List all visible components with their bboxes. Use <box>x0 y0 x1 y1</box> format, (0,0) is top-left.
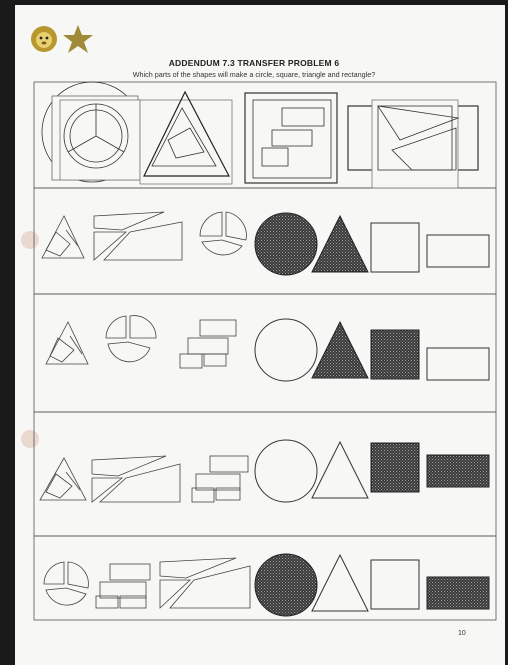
row3-square-pieces <box>192 456 248 502</box>
row4-rectangle-pieces <box>160 558 250 608</box>
example-triangle-assembly <box>140 92 232 184</box>
row3-outline-circle <box>255 440 317 502</box>
row1-solid-triangle <box>312 216 368 272</box>
row4-outline-triangle <box>312 555 368 611</box>
row1-outline-rectangle <box>427 235 489 267</box>
row2-outline-circle <box>255 319 317 381</box>
row1-solid-circle <box>255 213 317 275</box>
row1-triangle-pieces <box>42 216 84 258</box>
row3-triangle-pieces <box>40 458 86 500</box>
row2-outline-rectangle <box>427 348 489 380</box>
page-number: 10 <box>458 630 466 637</box>
row3-solid-rectangle <box>427 455 489 487</box>
row4-solid-rectangle <box>427 577 489 609</box>
row1-circle-pieces <box>200 212 246 255</box>
row3-solid-square <box>371 443 419 492</box>
row2-solid-triangle <box>312 322 368 378</box>
row2-triangle-pieces <box>46 322 88 364</box>
row4-square-pieces <box>96 564 150 608</box>
example-square-assembly <box>245 93 337 183</box>
row1-outline-square <box>371 223 419 272</box>
example-rectangle-assembly <box>348 100 478 188</box>
row2-square-pieces <box>180 320 236 368</box>
row4-solid-circle <box>255 554 317 616</box>
row3-outline-triangle <box>312 442 368 498</box>
row3-rectangle-pieces <box>92 456 180 502</box>
row4-outline-square <box>371 560 419 609</box>
row4-circle-pieces <box>44 562 88 605</box>
row2-circle-pieces <box>106 316 156 362</box>
example-circle-assembly <box>42 82 142 182</box>
row1-rectangle-pieces <box>94 212 182 260</box>
row2-solid-square <box>371 330 419 379</box>
